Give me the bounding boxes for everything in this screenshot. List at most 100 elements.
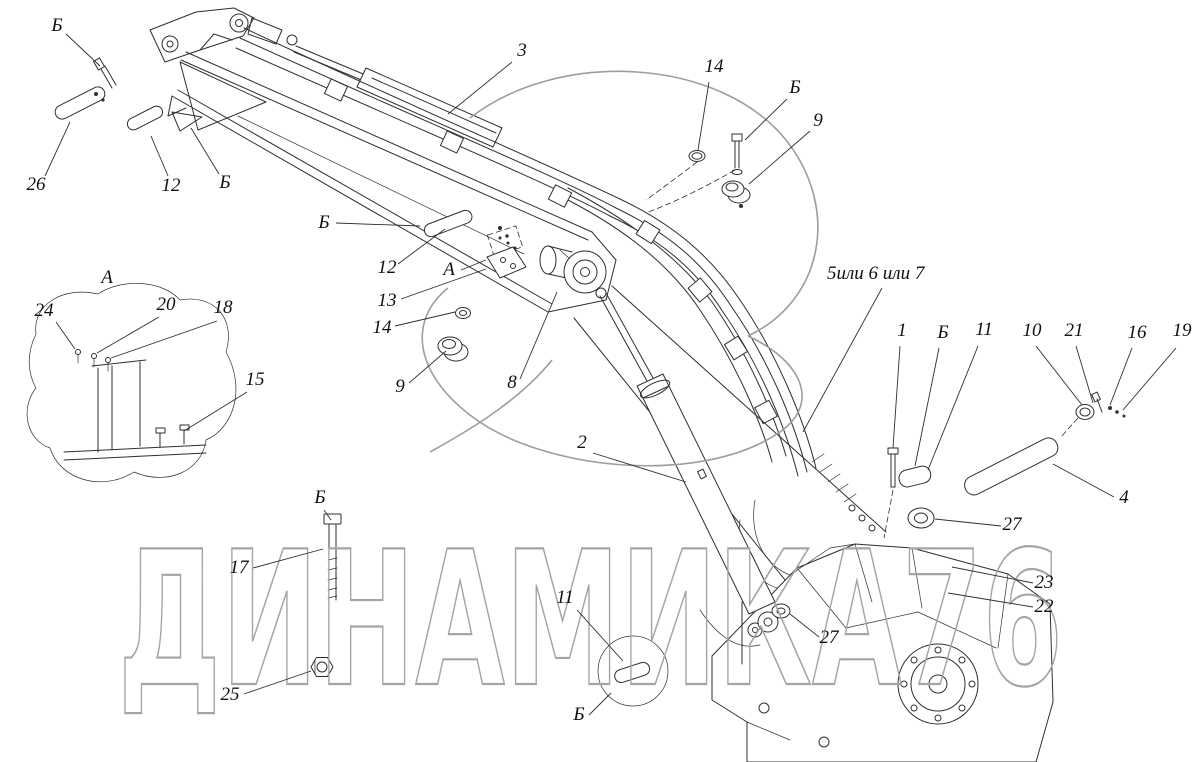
axis-line: [645, 161, 698, 201]
leader-line: [914, 347, 940, 467]
leader-line: [927, 345, 979, 471]
pipe-clamp: [687, 277, 713, 303]
fastener-cluster-right: [1075, 391, 1126, 420]
callout-1: 1: [897, 320, 907, 341]
leader-line: [576, 609, 624, 662]
leader-line: [460, 259, 487, 271]
leader-line: [789, 613, 820, 638]
callout-4: 4: [1119, 487, 1129, 508]
callout-b-6: Б: [313, 487, 325, 508]
leader-line: [150, 135, 169, 177]
callout-16: 16: [1128, 322, 1148, 343]
callout-13: 13: [378, 290, 397, 311]
pipe-clamp: [323, 78, 349, 102]
pipe-clamp: [439, 130, 465, 154]
watermark-text: ДИНАМИКА76: [118, 511, 1063, 728]
leader-line: [744, 98, 788, 141]
base-frame: [711, 543, 1054, 762]
pin-12-top: [126, 105, 203, 132]
callout-18: 18: [214, 297, 234, 318]
pipe-clamp: [635, 219, 661, 245]
leader-line: [951, 566, 1034, 584]
callout-b-1: Б: [50, 15, 62, 36]
leader-line: [1122, 347, 1177, 411]
leader-line: [110, 320, 218, 359]
leader-line: [44, 121, 71, 177]
bushing-9-top-right: [721, 180, 751, 204]
callout-15: 15: [246, 369, 265, 390]
callout-27-a: 27: [1003, 514, 1024, 535]
callout-23: 23: [1035, 572, 1054, 593]
leader-line: [408, 350, 447, 384]
leader-line: [65, 33, 101, 67]
hydraulic-pipe: [239, 37, 808, 473]
callout-a-section: А: [99, 267, 113, 288]
callout-22: 22: [1035, 596, 1055, 617]
callout-27-b: 27: [820, 627, 841, 648]
leader-line: [55, 321, 76, 350]
leader-line: [1075, 345, 1094, 404]
bushing-9-mid: [437, 336, 469, 362]
callout-b-7: Б: [572, 704, 584, 725]
callout-3: 3: [516, 40, 527, 61]
bolt-b-top-left: [92, 57, 117, 102]
boom-beam: [167, 51, 617, 313]
callout-25: 25: [221, 684, 240, 705]
leader-lines: [44, 33, 1177, 716]
leader-line: [190, 127, 220, 175]
bushing-11-right: [898, 465, 932, 488]
bolt-b-top-right: [731, 133, 743, 208]
leader-line: [400, 268, 487, 300]
leader-line: [892, 345, 901, 449]
boom-pivot-hub: [539, 245, 607, 294]
washer-14-mid: [455, 307, 471, 319]
bolt-1: [883, 447, 899, 539]
pin-12-mid: [423, 209, 509, 238]
callout-17: 17: [230, 557, 251, 578]
pipe-clamp: [754, 399, 778, 425]
leader-line: [802, 287, 883, 433]
boom-tip-linkage: [149, 7, 298, 63]
watermark-swirl: [469, 70, 819, 337]
callout-b-5: Б: [936, 322, 948, 343]
bolt-17: [323, 513, 342, 601]
callout-2: 2: [577, 432, 587, 453]
upper-hydraulic-cylinder: [293, 45, 503, 148]
detail-circle-pin-11: [597, 635, 669, 707]
leader-line: [397, 228, 446, 265]
technical-drawing: [26, 7, 1126, 762]
leader-line: [183, 391, 248, 432]
leader-line: [323, 509, 332, 521]
pipe-clamp: [547, 184, 573, 208]
leader-line: [1109, 347, 1133, 406]
pin-4: [964, 417, 1079, 496]
section-view-a: [26, 283, 237, 483]
callout-11-a: 11: [975, 319, 993, 340]
leader-line: [1035, 345, 1083, 406]
axis-line: [647, 169, 736, 213]
leader-line: [748, 130, 811, 185]
leader-line: [588, 692, 612, 716]
callout-10: 10: [1023, 320, 1043, 341]
callout-24: 24: [35, 300, 55, 321]
callout-b-3: Б: [788, 77, 800, 98]
callout-12-a: 12: [162, 175, 182, 196]
callout-8: 8: [507, 372, 517, 393]
callout-19: 19: [1173, 320, 1193, 341]
callout-20: 20: [157, 294, 177, 315]
callout-26: 26: [27, 174, 47, 195]
leader-line: [1052, 463, 1115, 498]
washer-27-right: [907, 507, 935, 529]
pipe-clamp: [723, 335, 749, 361]
leader-line: [394, 311, 456, 327]
ring-14-top: [688, 150, 706, 162]
leader-line: [947, 592, 1034, 608]
callout-21: 21: [1065, 320, 1084, 341]
callout-12-b: 12: [378, 257, 398, 278]
callout-b-4: Б: [317, 212, 329, 233]
watermark-swirl: [429, 359, 553, 453]
callout-9-b: 9: [395, 376, 405, 397]
callout-b-2: Б: [218, 172, 230, 193]
